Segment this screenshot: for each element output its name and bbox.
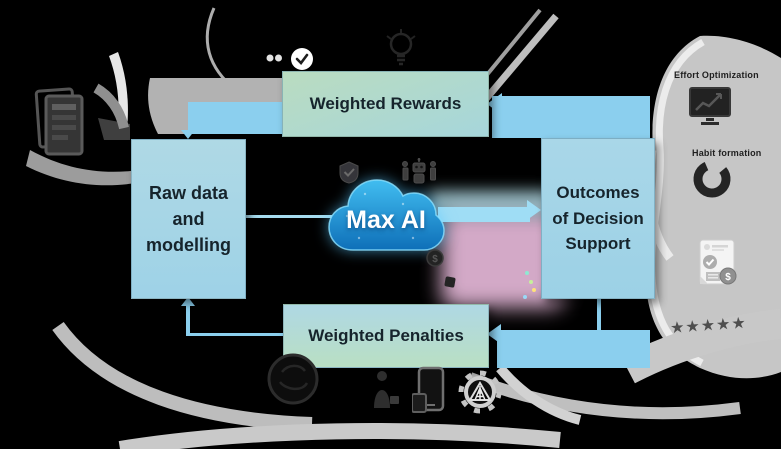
arrow-cloud-to-outcomes (438, 207, 530, 222)
sparkle-dot (523, 295, 527, 299)
node-label-line: modelling (146, 235, 231, 256)
gear-warning-icon (458, 370, 502, 414)
robot-icon (402, 158, 436, 184)
dollar-glyph: $ (725, 272, 731, 283)
head-circle-icon (267, 353, 319, 405)
lightbulb-icon (386, 29, 416, 66)
node-label-line: Support (565, 234, 631, 254)
bottom-swoosh (52, 321, 313, 431)
sparkle-dot (525, 271, 529, 275)
arrow-outcomes-to-rewards (492, 96, 650, 138)
cloud-shape (328, 179, 445, 251)
cloud-label: Max AI (346, 205, 426, 234)
arrowhead-up (181, 297, 195, 306)
coin-icon: $ (426, 249, 444, 267)
node-weighted-rewards: Weighted Rewards (282, 71, 489, 137)
shield-check-icon (339, 161, 359, 184)
node-label-line: of Decision (552, 208, 644, 228)
person-icon (374, 371, 399, 408)
habit-loop-icon (693, 160, 731, 198)
arrowhead-right (527, 200, 541, 220)
arrow-outcomes-to-penalties (597, 297, 601, 333)
arrowhead-left (487, 93, 502, 115)
max-ai-cloud: Max AI (325, 176, 447, 256)
dollar-glyph: $ (432, 254, 438, 265)
sparkle-dot (529, 280, 533, 284)
node-outcomes-of-decision-support: Outcomes of Decision Support (541, 138, 655, 299)
node-weighted-penalties: Weighted Penalties (283, 304, 489, 368)
gray-blob-right (644, 35, 781, 379)
chip-icon (444, 276, 456, 288)
arrowhead-down (181, 130, 195, 139)
arrowhead-left (487, 324, 501, 344)
node-label-line: and (172, 208, 205, 229)
monitor-chart-icon (689, 87, 731, 125)
node-label-line: Outcomes (556, 183, 640, 203)
sparkle-dot (532, 288, 536, 292)
phone-icon (412, 366, 445, 413)
node-label-line: Raw data (148, 182, 229, 203)
habit-label: Habit formation (692, 148, 762, 158)
line-rawdata-to-cloud (244, 215, 332, 218)
clipboard-icon (34, 87, 84, 156)
document-check-dollar-icon: $ (699, 239, 737, 285)
node-raw-data-and-modelling: Raw data and modelling (131, 139, 246, 299)
node-label: Weighted Penalties (308, 326, 464, 345)
arrow-penalties-to-rawdata (186, 302, 190, 336)
optimization-label: Effort Optimization (674, 70, 759, 80)
arc-top-left (205, 7, 237, 92)
check-circle-icon (291, 48, 313, 70)
dots-icon (266, 54, 282, 62)
arrow-rewards-to-rawdata (188, 102, 283, 134)
node-label: Weighted Rewards (309, 94, 462, 113)
